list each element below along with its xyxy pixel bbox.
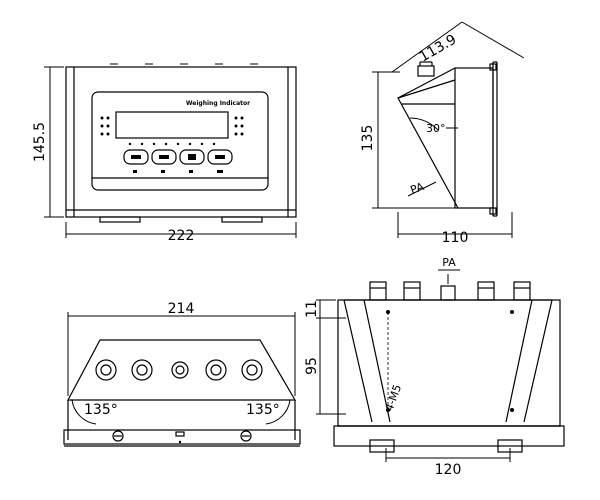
side-slant-label: 113.9 (417, 32, 460, 66)
front-foot-right (221, 216, 263, 223)
key-2 (151, 149, 177, 165)
side-depth-label: 110 (442, 230, 469, 246)
bottom-glands (95, 359, 263, 381)
rear-view: PA 95 11 4-M5 120 (304, 256, 565, 478)
side-angle-arc (409, 117, 439, 131)
rear-height-dimension (316, 317, 346, 415)
rear-edge-label: 11 (304, 300, 320, 318)
bottom-left-angle-label: 135° (84, 402, 118, 418)
rear-bracket (343, 299, 373, 423)
rear-spacing-label: 120 (435, 462, 462, 478)
bottom-width-dimension (67, 312, 296, 396)
front-keys (123, 149, 233, 173)
bottom-plate (67, 339, 297, 401)
side-slant-dimension (391, 21, 525, 73)
rear-spacing-dimension (385, 448, 511, 462)
front-width-label: 222 (168, 228, 195, 244)
side-height-dimension (372, 71, 456, 209)
side-depth-dimension (397, 212, 513, 238)
bottom-base (63, 429, 301, 445)
side-body (454, 67, 494, 209)
bottom-width-label: 214 (168, 301, 195, 317)
front-height-dimension (44, 66, 64, 218)
rear-height-label: 95 (304, 357, 320, 375)
rear-glands (369, 281, 531, 301)
right-indicator-leds (234, 116, 244, 136)
front-width-dimension (65, 222, 297, 238)
key-3 (179, 149, 205, 165)
rear-base (333, 425, 565, 447)
side-angle-label: 30° (426, 122, 446, 135)
front-panel-title: Weighing Indicator (186, 100, 250, 107)
front-panel (91, 91, 269, 191)
display-window (115, 111, 229, 139)
key-4 (207, 149, 233, 165)
status-marks (128, 142, 216, 146)
left-indicator-leds (100, 116, 110, 136)
bottom-right-angle-label: 135° (246, 402, 280, 418)
bottom-screws (112, 430, 252, 444)
rear-hole-label: 4-M5 (383, 383, 405, 413)
side-height-label: 135 (360, 125, 376, 152)
side-top-gland (417, 65, 435, 77)
rear-pa-label: PA (442, 256, 456, 269)
rear-mount-holes (386, 310, 514, 412)
front-view: Weighing Indicator (32, 63, 297, 244)
front-height-label: 145.5 (32, 122, 48, 162)
front-foot-left (99, 216, 141, 223)
bottom-view: 135° 135° 214 (63, 301, 301, 447)
rear-foot-left (369, 439, 395, 453)
rear-body (337, 299, 561, 427)
key-1 (123, 149, 149, 165)
rear-edge-dimension (316, 299, 336, 318)
side-view: 113.9 30° PA 135 110 (360, 21, 525, 246)
side-pa-label: PA (409, 180, 427, 197)
front-enclosure (65, 66, 297, 218)
